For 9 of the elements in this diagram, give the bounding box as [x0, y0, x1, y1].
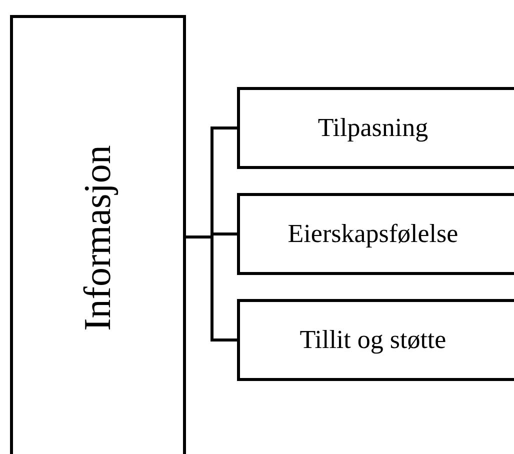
item-label: Eierskapsfølelse — [286, 219, 460, 249]
item-box — [237, 193, 514, 275]
item-label: Tillit og støtte — [298, 325, 448, 355]
connector-line — [186, 236, 237, 342]
category-label: Informasjon — [76, 145, 120, 331]
item-label: Tilpasning — [316, 113, 430, 143]
category-box — [10, 15, 186, 454]
item-box — [237, 87, 514, 169]
item-box — [237, 299, 514, 381]
